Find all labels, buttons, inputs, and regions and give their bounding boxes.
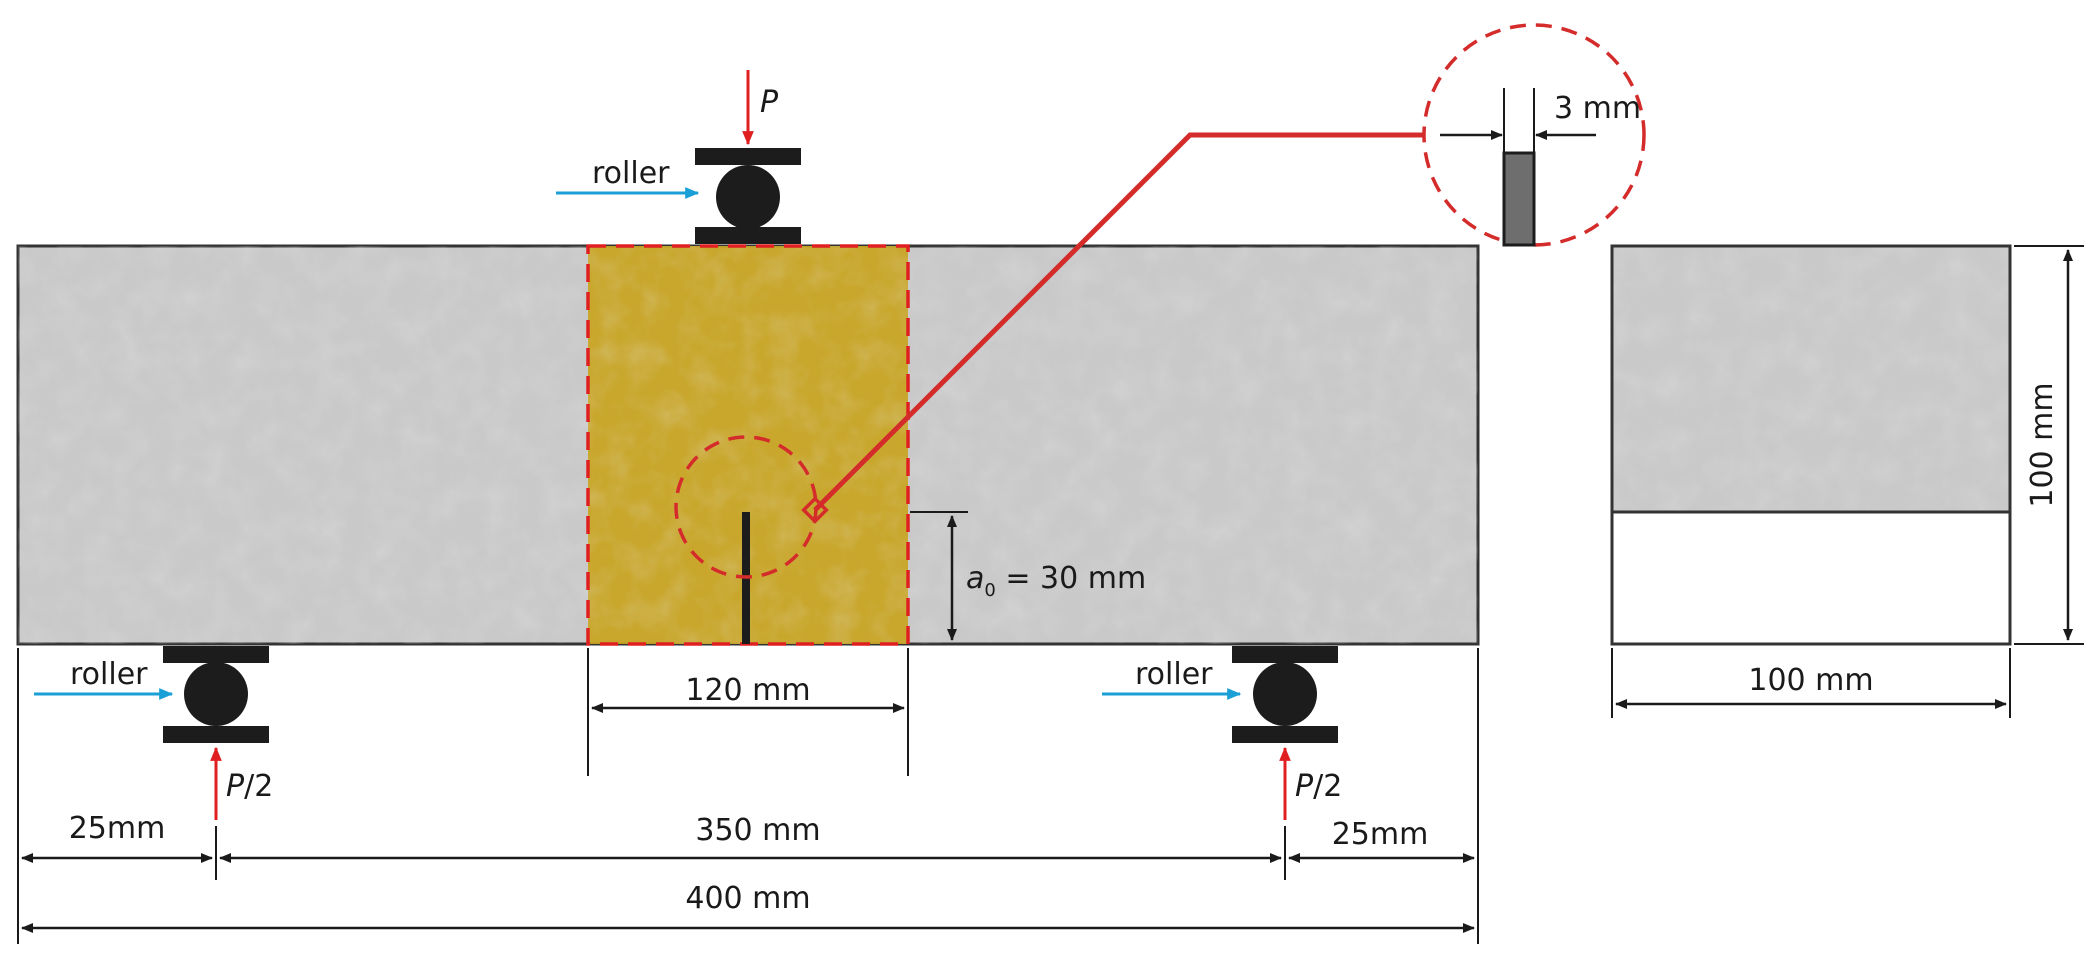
detail-leader-line (813, 132, 1424, 512)
section-height-label: 100 mm (2025, 382, 2060, 507)
load-label: P (760, 85, 779, 120)
notch-depth-dimension: a0 = 30 mm (910, 511, 1146, 641)
bottom-left-support: roller P/2 (34, 646, 273, 820)
right-support-plate-upper (1232, 646, 1338, 663)
section-concrete-texture (1612, 246, 2010, 512)
overhang-right-label: 25mm (1332, 817, 1429, 852)
notch-gap-label: 3 mm (1554, 91, 1641, 126)
span-dimensions: 25mm 350 mm 25mm 400 mm (17, 648, 1479, 944)
top-support-roller (716, 165, 780, 229)
zoom-notch (1502, 151, 1536, 247)
overhang-left-label: 25mm (69, 811, 166, 846)
cross-section: 100 mm 100 mm (1610, 244, 2084, 718)
span-label: 350 mm (695, 813, 820, 848)
top-roller-label: roller (592, 156, 670, 191)
section-width-label: 100 mm (1748, 663, 1873, 698)
right-support-roller (1253, 662, 1317, 726)
bottom-right-support: roller P/2 (1102, 646, 1342, 820)
left-roller-label: roller (70, 657, 148, 692)
notch-zone (586, 244, 910, 646)
top-support-plate-lower (695, 227, 801, 244)
notch-depth-label: a0 = 30 mm (966, 561, 1146, 601)
left-support-plate-lower (163, 726, 269, 743)
right-reaction-label: P/2 (1295, 769, 1342, 804)
right-support-plate-lower (1232, 726, 1338, 743)
top-load-support: P roller (556, 70, 801, 244)
left-support-roller (184, 662, 248, 726)
notch-zoom-detail: 3 mm (1422, 23, 1646, 247)
zone-width-dimension: 120 mm (587, 648, 909, 776)
left-reaction-label: P/2 (226, 769, 273, 804)
section-border (1610, 244, 2012, 646)
right-roller-label: roller (1135, 657, 1213, 692)
top-support-plate-upper (695, 148, 801, 165)
total-length-label: 400 mm (685, 881, 810, 916)
zone-width-label: 120 mm (685, 673, 810, 708)
left-support-plate-upper (163, 646, 269, 663)
notch-tip-marker (801, 496, 829, 524)
